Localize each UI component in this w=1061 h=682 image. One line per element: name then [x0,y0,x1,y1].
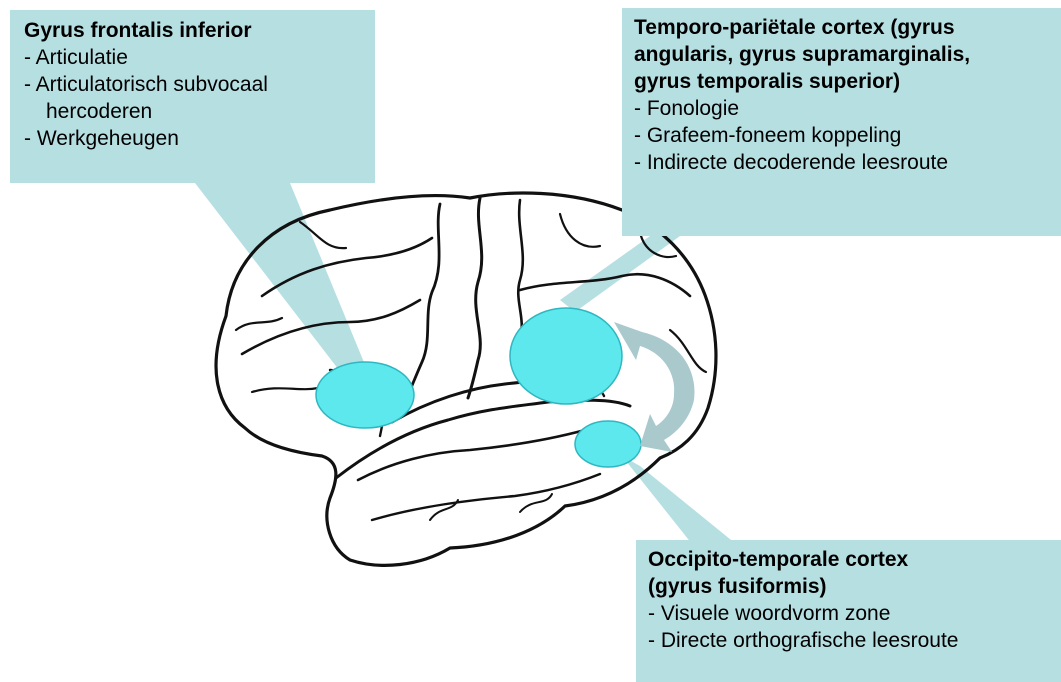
precentral-sulcus [404,204,440,404]
list-item: Directe orthografische leesroute [648,627,1049,654]
central-sulcus [468,198,482,398]
occipito-temporal-callout-pointer [622,456,736,544]
frontal-callout-list: Articulatie Articulatorisch subvocaal he… [24,44,361,152]
list-item: Indirecte decoderende leesroute [634,149,1049,176]
list-item: Grafeem-foneem koppeling [634,122,1049,149]
temporo-parietal-callout-list: Fonologie Grafeem-foneem koppeling Indir… [634,95,1049,176]
temporo-parietal-callout-box: Temporo-pariëtale cortex (gyrus angulari… [622,8,1061,236]
frontal-callout-title: Gyrus frontalis inferior [24,17,361,44]
frontal-gyrus-detail-3 [236,318,282,330]
list-item: Werkgeheugen [24,125,361,152]
temporo-parietal-region-ellipse [510,308,622,404]
temporo-parietal-callout-pointer [560,236,680,312]
inferior-temporal-sulcus [372,474,600,520]
temporal-gyrus-detail-2 [520,494,552,512]
temporo-parietal-callout-title: Temporo-pariëtale cortex (gyrus angulari… [634,14,1049,95]
frontal-gyrus-detail-1 [252,388,318,392]
frontal-callout-box: Gyrus frontalis inferior Articulatie Art… [10,10,375,183]
frontal-callout-pointer [195,183,368,374]
postcentral-sulcus [518,200,523,338]
occipito-temporal-callout-box: Occipito-temporale cortex (gyrus fusifor… [636,540,1061,682]
parietal-gyrus-detail-1 [560,214,600,247]
list-item: Fonologie [634,95,1049,122]
superior-temporal-sulcus [358,430,585,480]
list-item: Articulatie [24,44,361,71]
frontal-region-ellipse [316,362,414,428]
list-item: Articulatorisch subvocaal hercoderen [24,71,361,125]
occipito-temporal-callout-list: Visuele woordvorm zone Directe orthograf… [648,600,1049,654]
occipito-temporal-region-ellipse [575,421,641,467]
list-item: Visuele woordvorm zone [648,600,1049,627]
occipito-temporal-callout-title: Occipito-temporale cortex (gyrus fusifor… [648,546,1049,600]
